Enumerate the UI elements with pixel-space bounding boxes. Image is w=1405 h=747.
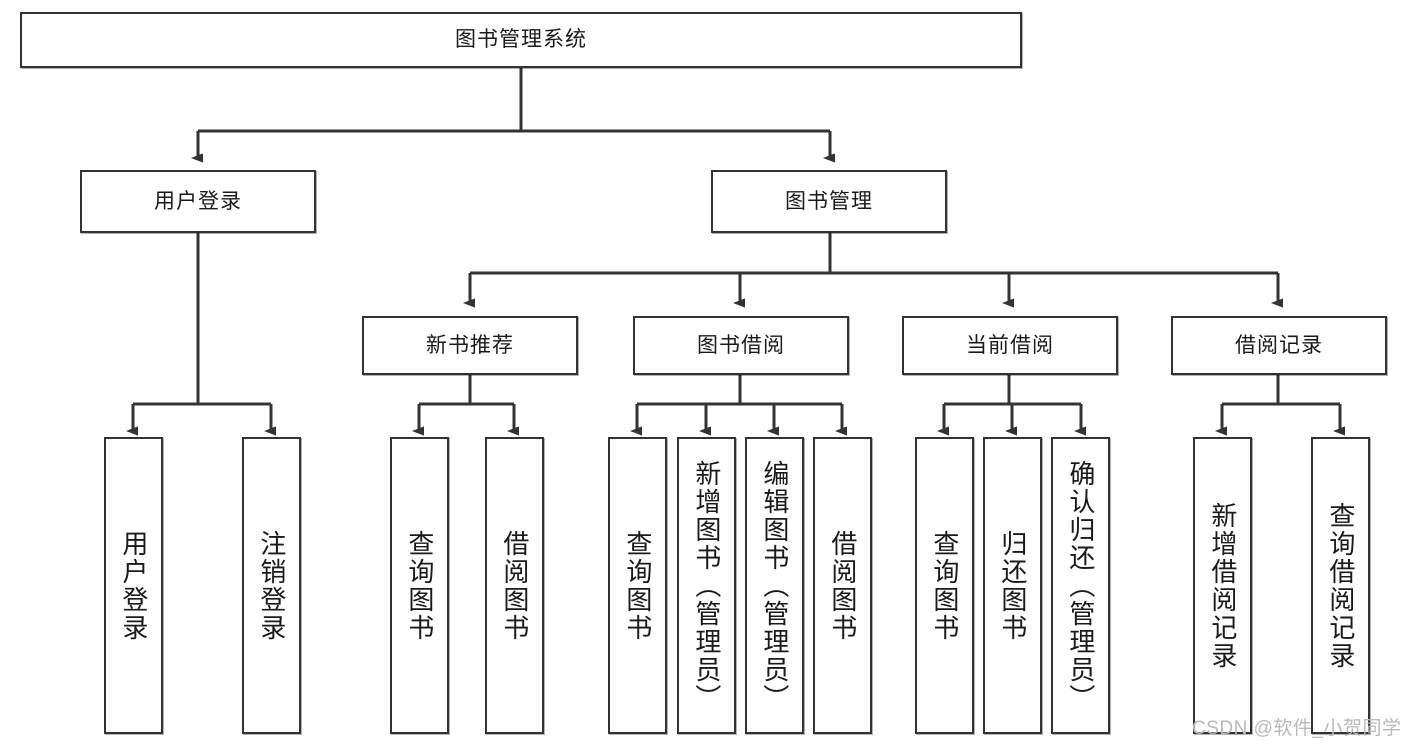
node-label: 查询图书 bbox=[929, 529, 960, 642]
node-label: 注销登录 bbox=[256, 529, 287, 642]
node-current-borrow[interactable]: 当前借阅 bbox=[902, 316, 1118, 375]
node-root-book-management-system[interactable]: 图书管理系统 bbox=[20, 12, 1022, 68]
node-label: 图书管理系统 bbox=[455, 28, 587, 52]
node-borrow-record[interactable]: 借阅记录 bbox=[1171, 316, 1387, 375]
leaf-confirm-return-admin[interactable]: 确认归还（管理员） bbox=[1051, 437, 1110, 734]
node-label: 用户登录 bbox=[154, 189, 242, 213]
node-book-borrow[interactable]: 图书借阅 bbox=[633, 316, 849, 375]
leaf-add-book-admin[interactable]: 新增图书（管理员） bbox=[677, 437, 736, 734]
node-label: 图书管理 bbox=[785, 189, 873, 213]
csdn-watermark: CSDN @软件_小贺同学 bbox=[1192, 718, 1402, 739]
node-label: 归还图书 bbox=[997, 529, 1028, 642]
leaf-query-borrow-record[interactable]: 查询借阅记录 bbox=[1311, 437, 1370, 734]
leaf-borrow-book-recommend[interactable]: 借阅图书 bbox=[485, 437, 544, 734]
leaf-query-book-borrow[interactable]: 查询图书 bbox=[608, 437, 667, 734]
node-label: 借阅图书 bbox=[827, 529, 858, 642]
node-label: 确认归还（管理员） bbox=[1065, 459, 1096, 712]
node-label: 查询借阅记录 bbox=[1325, 501, 1356, 670]
node-label: 编辑图书（管理员） bbox=[759, 459, 790, 712]
leaf-edit-book-admin[interactable]: 编辑图书（管理员） bbox=[745, 437, 804, 734]
node-label: 借阅记录 bbox=[1235, 333, 1323, 357]
leaf-logout[interactable]: 注销登录 bbox=[242, 437, 301, 734]
node-label: 当前借阅 bbox=[966, 333, 1054, 357]
node-label: 新增图书（管理员） bbox=[691, 459, 722, 712]
node-label: 查询图书 bbox=[404, 529, 435, 642]
node-label: 图书借阅 bbox=[697, 333, 785, 357]
leaf-query-book-current[interactable]: 查询图书 bbox=[915, 437, 974, 734]
leaf-user-login[interactable]: 用户登录 bbox=[104, 437, 163, 734]
leaf-query-book-recommend[interactable]: 查询图书 bbox=[390, 437, 449, 734]
node-label: 借阅图书 bbox=[499, 529, 530, 642]
node-label: 新书推荐 bbox=[426, 333, 514, 357]
node-label: 查询图书 bbox=[622, 529, 653, 642]
node-label: 新增借阅记录 bbox=[1207, 501, 1238, 670]
leaf-borrow-book[interactable]: 借阅图书 bbox=[813, 437, 872, 734]
node-new-book-recommendation[interactable]: 新书推荐 bbox=[362, 316, 578, 375]
node-user-login[interactable]: 用户登录 bbox=[80, 170, 316, 233]
leaf-return-book[interactable]: 归还图书 bbox=[983, 437, 1042, 734]
node-book-management[interactable]: 图书管理 bbox=[711, 170, 947, 233]
node-label: 用户登录 bbox=[118, 529, 149, 642]
leaf-add-borrow-record[interactable]: 新增借阅记录 bbox=[1193, 437, 1252, 734]
